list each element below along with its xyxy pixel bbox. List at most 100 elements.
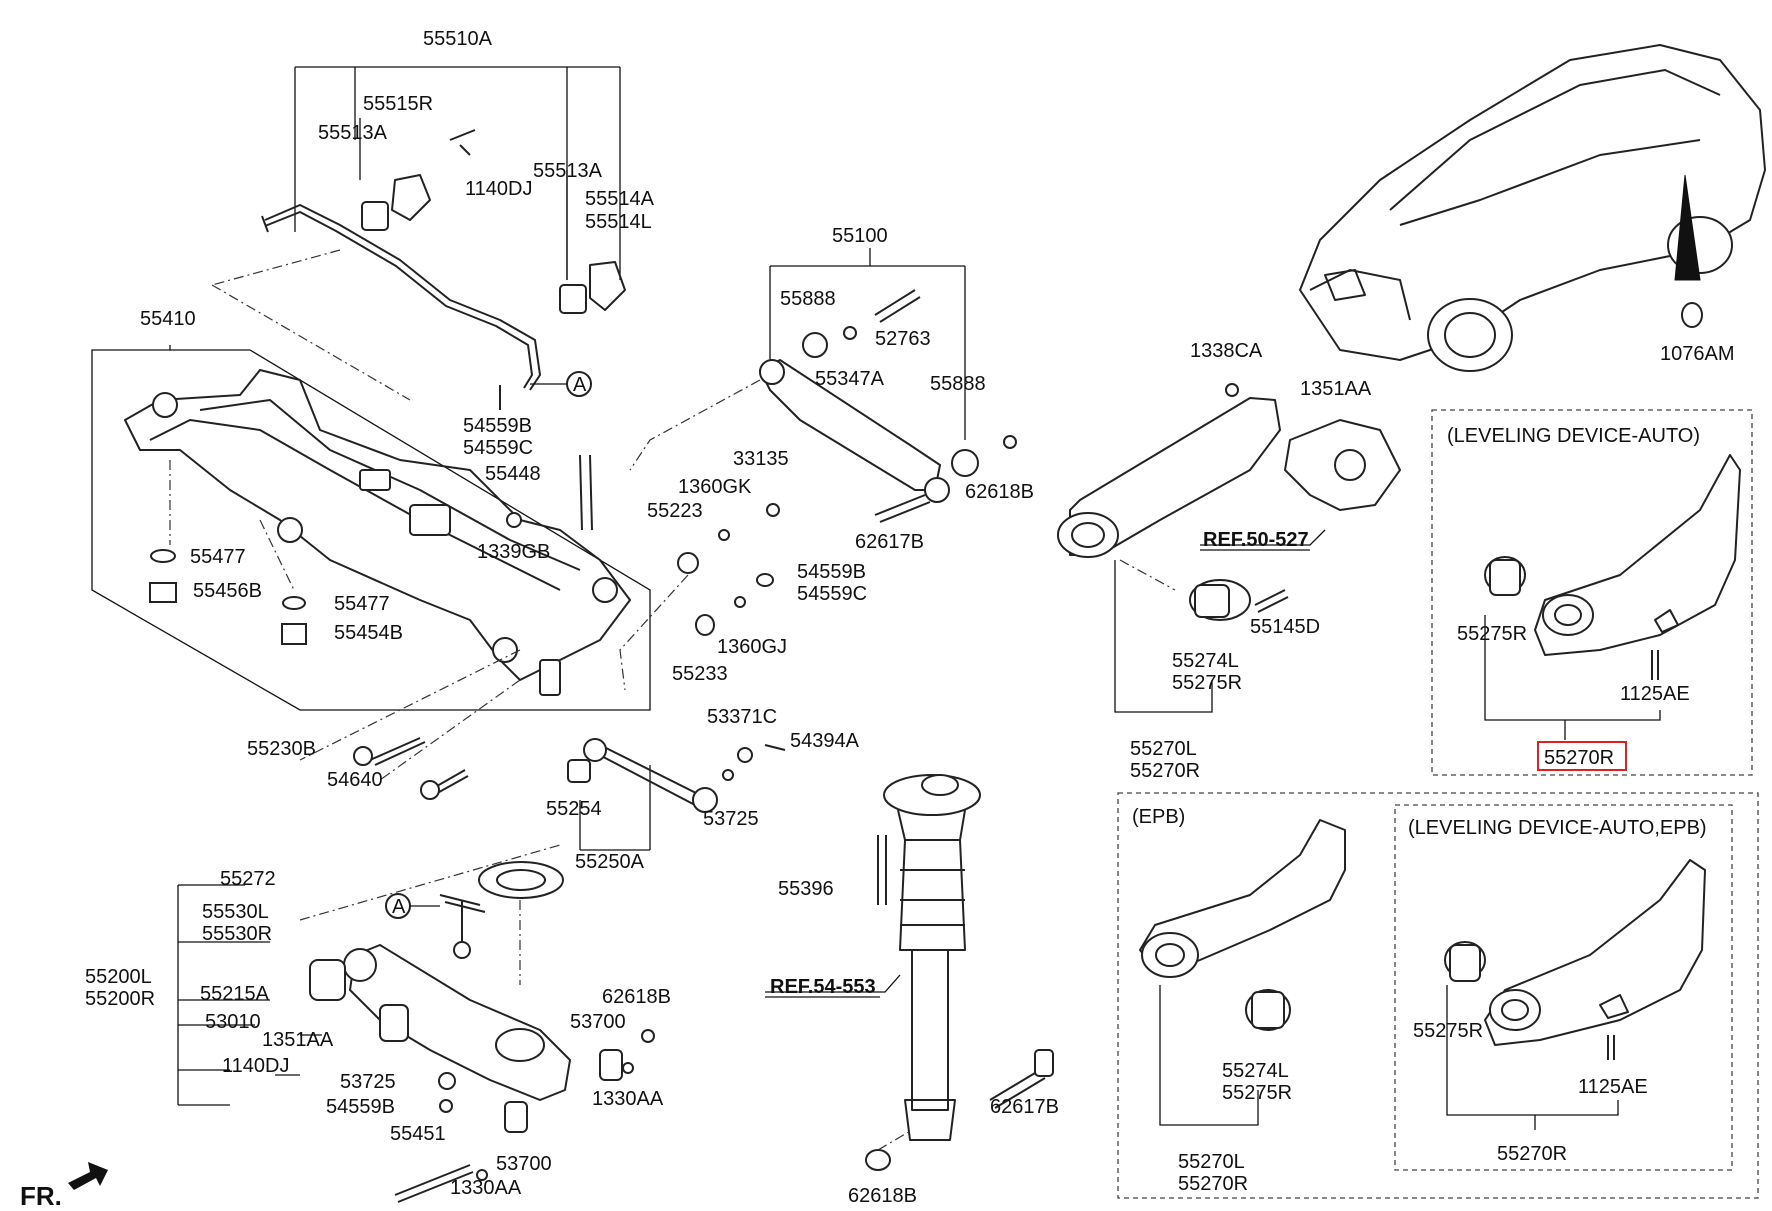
stabilizer-bar-group: A [211,66,626,401]
circle-marker-a-top: A [573,374,587,396]
label-55477: 55477 [190,546,246,568]
label-1360GK: 1360GK [678,476,752,498]
label-55454B: 55454B [334,622,403,644]
label-55510A: 55510A [423,28,493,50]
epb-box [1117,792,1759,1199]
label-54559B: 54559B [326,1096,395,1118]
car-illustration [1299,44,1766,372]
label-1351AA: 1351AA [1300,378,1372,400]
label-55515R: 55515R [363,93,433,115]
label-62617B: 62617B [855,531,924,553]
label-55456B: 55456B [193,580,262,602]
label-55513A: 55513A [318,122,388,144]
ref-54-553: REF.54-553 [770,976,876,998]
label-54559B: 54559B [797,561,866,583]
lower-link-group [299,649,786,851]
label-62618B: 62618B [848,1185,917,1207]
label-55270L: 55270L [1130,738,1197,760]
label-1125AE: 1125AE [1578,1076,1648,1098]
label-54640: 54640 [327,769,383,791]
label-55250A: 55250A [575,851,645,873]
label-1330AA: 1330AA [450,1177,522,1199]
label-55396: 55396 [778,878,834,900]
label-55275R: 55275R [1172,672,1242,694]
label-1339GB: 1339GB [477,541,550,563]
label-55145D: 55145D [1250,616,1320,638]
label-55270R: 55270R [1130,760,1200,782]
label-53700: 53700 [570,1011,626,1033]
label-52763: 52763 [875,328,931,350]
label-55230B: 55230B [247,738,316,760]
label-55223: 55223 [647,500,703,522]
label-55888: 55888 [780,288,836,310]
label-54559B: 54559B [463,415,532,437]
box-title-leveling-auto: (LEVELING DEVICE-AUTO) [1447,425,1700,447]
ref-50-527: REF.50-527 [1203,529,1309,551]
label-55274L: 55274L [1172,650,1239,672]
box-title-epb: (EPB) [1132,806,1185,828]
epb-arm [1139,819,1346,1126]
label-55270R-highlight: 55270R [1544,747,1614,769]
label-55270R: 55270R [1178,1173,1248,1195]
leveling-arm-1 [1484,454,1741,740]
label-62618B: 62618B [965,481,1034,503]
label-55448: 55448 [485,463,541,485]
shock-absorber-group [765,774,1054,1171]
label-55275R: 55275R [1457,623,1527,645]
label-55274L: 55274L [1222,1060,1289,1082]
leveling-arm-2 [1444,859,1706,1130]
label-55100: 55100 [832,225,888,247]
label-54394A: 54394A [790,730,860,752]
label-55270R: 55270R [1497,1143,1567,1165]
box-title-leveling-auto-epb: (LEVELING DEVICE-AUTO,EPB) [1408,817,1707,839]
label-54559C: 54559C [797,583,867,605]
label-1330AA: 1330AA [592,1088,664,1110]
label-1125AE: 1125AE [1620,683,1690,705]
label-55530R: 55530R [202,923,272,945]
label-53700: 53700 [496,1153,552,1175]
label-53010: 53010 [205,1011,261,1033]
fr-label: FR. [20,1181,62,1211]
label-62618B: 62618B [602,986,671,1008]
label-55888: 55888 [930,373,986,395]
label-1351AA: 1351AA [262,1029,334,1051]
label-1140DJ: 1140DJ [465,178,532,200]
label-54559C: 54559C [463,437,533,459]
label-55215A: 55215A [200,983,270,1005]
label-1360GJ: 1360GJ [717,636,787,658]
bushing-parts-mid [499,385,780,691]
label-53371C: 53371C [707,706,777,728]
label-55200L: 55200L [85,966,152,988]
label-55272: 55272 [220,868,276,890]
label-55514A: 55514A [585,188,655,210]
label-55513A: 55513A [533,160,603,182]
label-1076AM: 1076AM [1660,343,1735,365]
label-53725: 53725 [703,808,759,830]
label-53725: 53725 [340,1071,396,1093]
upper-arm-group [629,248,1017,523]
label-55347A: 55347A [815,368,885,390]
label-55530L: 55530L [202,901,269,923]
trailing-arm-group [1057,383,1401,713]
label-55410: 55410 [140,308,196,330]
label-55233: 55233 [672,663,728,685]
label-55477: 55477 [334,593,390,615]
label-1140DJ: 1140DJ [222,1055,289,1077]
part-labels: 55510A 55515R 55513A 1140DJ 55513A 55514… [20,28,1735,1211]
label-55270L: 55270L [1178,1151,1245,1173]
label-55275R: 55275R [1222,1082,1292,1104]
highlight-box [1537,741,1627,771]
label-55254: 55254 [546,798,602,820]
label-33135: 33135 [733,448,789,470]
circle-marker-a-bottom: A [392,896,406,918]
label-55200R: 55200R [85,988,155,1010]
label-55275R: 55275R [1413,1020,1483,1042]
lower-arm-group: A [177,844,655,1203]
label-62617B: 62617B [990,1096,1059,1118]
fr-arrow-icon [68,1162,108,1190]
label-55451: 55451 [390,1123,446,1145]
label-1338CA: 1338CA [1190,340,1263,362]
label-55514L: 55514L [585,211,652,233]
crossmember-group [91,345,651,711]
